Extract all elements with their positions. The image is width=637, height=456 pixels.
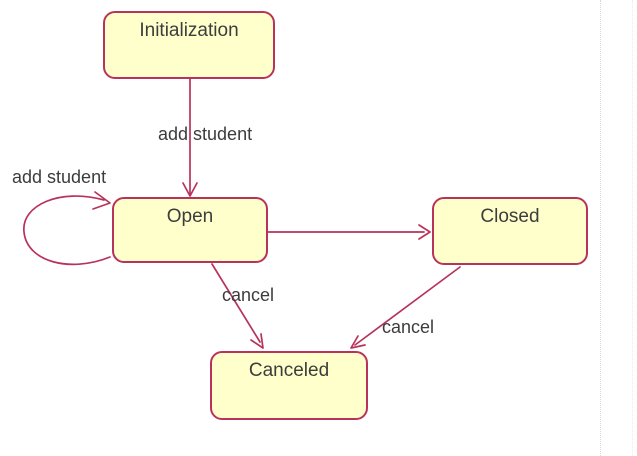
state-canceled: Canceled: [210, 351, 368, 420]
transition-label-add-student-top: add student: [158, 124, 253, 144]
page-boundary-line-right: [632, 0, 633, 456]
state-closed: Closed: [432, 197, 588, 265]
state-initialization: Initialization: [103, 11, 275, 79]
page-boundary-line: [600, 0, 601, 456]
transition-label-cancel-left: cancel: [222, 285, 275, 305]
state-label-canceled: Canceled: [248, 360, 330, 381]
arrowhead-open-self-loop: [92, 191, 111, 210]
state-label-initialization: Initialization: [139, 20, 239, 41]
transition-label-add-student-loop: add student: [12, 167, 107, 187]
arrowhead-open-to-canceled: [250, 333, 264, 349]
state-label-closed: Closed: [480, 206, 540, 227]
arrowhead-initialization-to-open: [182, 182, 198, 197]
arrowhead-open-to-closed: [418, 224, 431, 240]
edge-open-to-canceled: [211, 263, 261, 343]
state-label-open: Open: [166, 206, 214, 227]
edge-closed-to-canceled: [354, 266, 461, 346]
arrowhead-closed-to-canceled: [350, 335, 366, 349]
edge-open-self-loop: [23, 195, 111, 266]
state-open: Open: [112, 197, 268, 263]
transition-label-cancel-right: cancel: [382, 317, 435, 337]
